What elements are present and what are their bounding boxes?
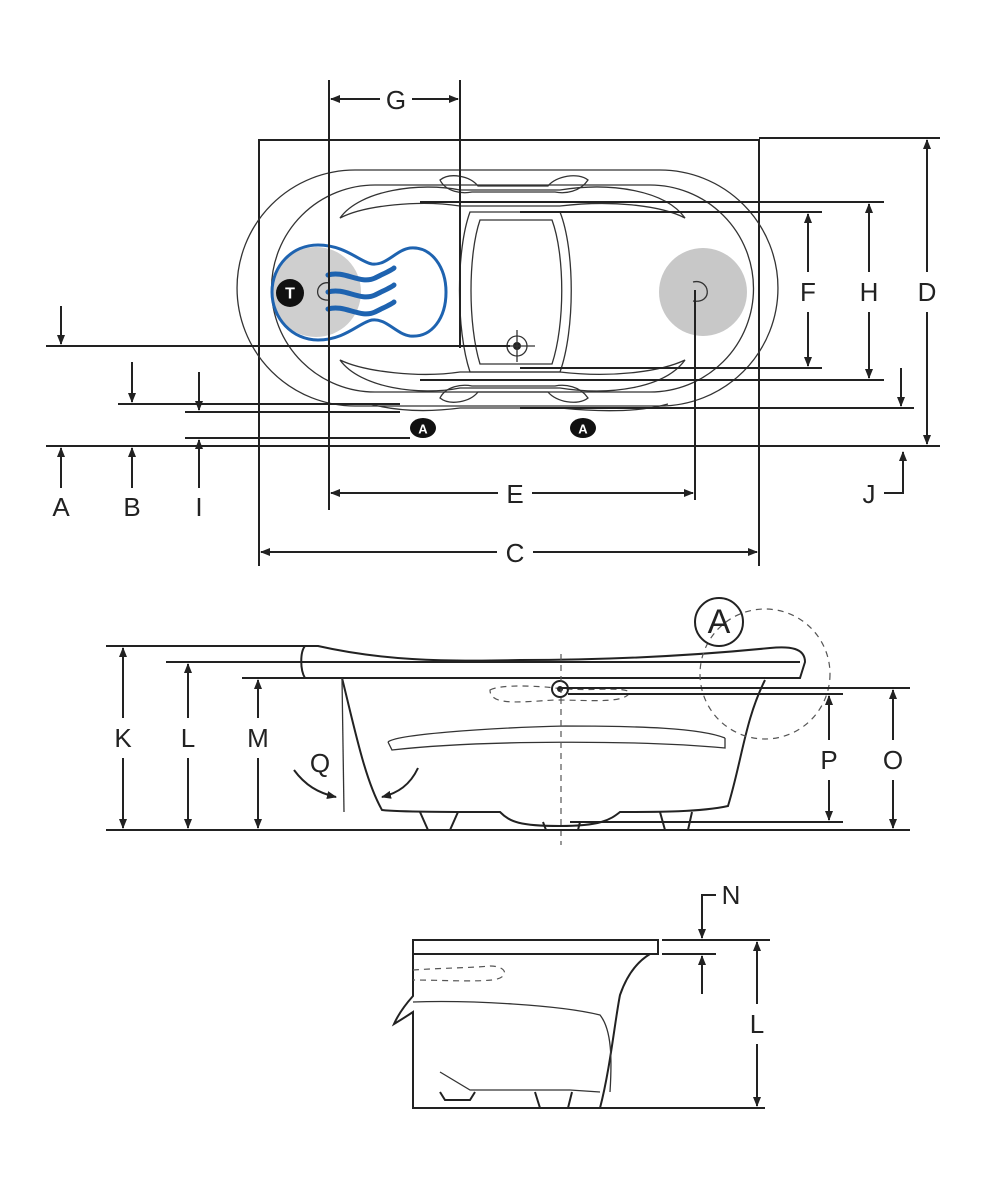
end-rim	[412, 939, 659, 955]
end-tub-body	[391, 953, 651, 1109]
left-headrest-notch	[316, 282, 331, 301]
label-d: D	[918, 277, 937, 307]
detail-callout	[694, 597, 744, 647]
side-tub-body	[341, 677, 766, 828]
right-headrest-notch	[692, 281, 708, 302]
tub-basin-oval	[270, 184, 755, 393]
detail-callout-text: A	[708, 603, 731, 641]
label-f: F	[800, 277, 816, 307]
side-seat-curve	[387, 738, 726, 751]
tub-deck-outline	[258, 139, 760, 447]
handle-bottom	[439, 384, 589, 403]
heat-wave-1	[325, 265, 397, 283]
label-g: G	[386, 85, 406, 115]
detail-circle	[699, 608, 831, 740]
right-headrest-pad	[659, 248, 747, 336]
label-n: N	[722, 880, 741, 910]
label-l: L	[181, 723, 195, 753]
thermostat-badge: T	[276, 279, 304, 307]
dim-n-leader	[698, 894, 716, 939]
label-a: A	[52, 492, 70, 522]
label-l-end: L	[750, 1009, 764, 1039]
access-badge-left-disc	[410, 418, 436, 438]
end-foot-right	[534, 1091, 573, 1109]
side-wall-line	[341, 677, 345, 813]
armrest-top	[339, 186, 686, 219]
dim-q-arc-right	[381, 767, 419, 799]
label-k: K	[114, 723, 132, 753]
handle-top	[439, 175, 589, 194]
end-foot-left	[439, 1091, 476, 1101]
access-badge-left: A	[410, 418, 436, 438]
end-inner-curve	[412, 1000, 612, 1093]
label-j: J	[863, 479, 876, 509]
label-h: H	[860, 277, 879, 307]
center-seat-inner	[470, 219, 563, 365]
heat-wave-3	[325, 299, 397, 317]
label-c: C	[506, 538, 525, 568]
label-o: O	[883, 745, 903, 775]
access-badge-right: A	[570, 418, 596, 438]
label-q: Q	[310, 748, 330, 778]
label-p: P	[820, 745, 837, 775]
end-view: N L	[391, 880, 770, 1109]
label-b: B	[123, 492, 140, 522]
end-overflow-pipe	[412, 965, 506, 982]
label-e: E	[506, 479, 523, 509]
label-i: I	[195, 492, 202, 522]
top-view: T A A	[46, 80, 940, 568]
heat-zone-outline	[270, 243, 448, 342]
armrest-bottom	[339, 359, 686, 392]
thermostat-badge-text: T	[285, 286, 295, 303]
side-view: A K L M Q P O	[106, 597, 910, 845]
heat-wave-2	[325, 282, 397, 300]
side-overflow-pipe	[489, 685, 631, 703]
dim-j-leader	[884, 451, 907, 494]
dim-q-arc-left	[293, 769, 337, 799]
access-badge-right-text: A	[578, 422, 588, 437]
thermostat-badge-disc	[276, 279, 304, 307]
side-foot-left	[419, 811, 459, 831]
heat-zone-circle	[271, 247, 361, 337]
label-m: M	[247, 723, 269, 753]
side-tub-inner	[387, 725, 726, 743]
end-seat-line	[439, 1071, 601, 1093]
access-badge-right-disc	[570, 418, 596, 438]
access-badge-left-text: A	[418, 422, 428, 437]
